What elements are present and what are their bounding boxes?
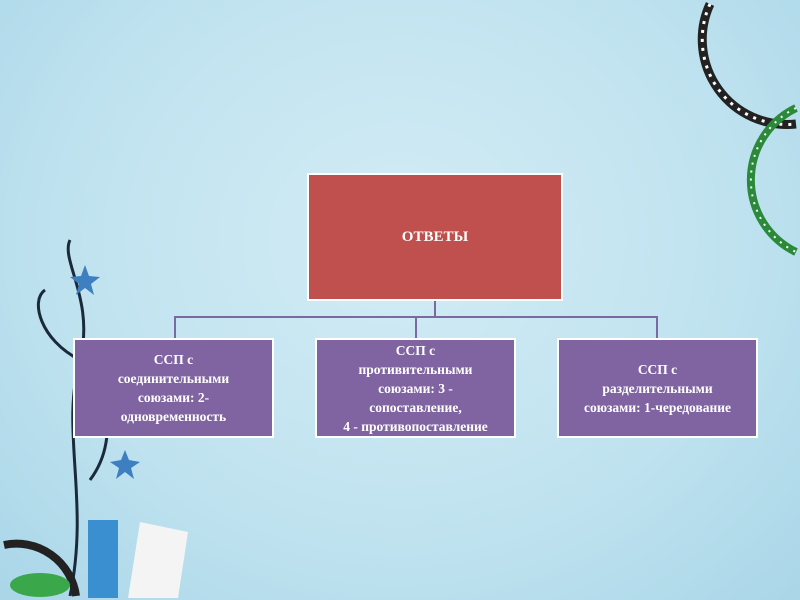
vase-decoration [88, 520, 118, 598]
connector-line [174, 316, 176, 338]
connector-line [434, 300, 436, 317]
connector-line [415, 316, 417, 338]
child-label: ССП с соединительными союзами: 2- одновр… [117, 352, 230, 424]
child-label: ССП с разделительными союзами: 1-чередов… [583, 361, 732, 415]
child-node-disjunctive: ССП с разделительными союзами: 1-чередов… [557, 338, 758, 438]
film-ring-decoration [697, 2, 797, 129]
star-icon [70, 265, 100, 295]
connector-line [656, 316, 658, 338]
child-node-adversative: ССП с противительными союзами: 3 - сопос… [315, 338, 516, 438]
root-node: ОТВЕТЫ [307, 173, 563, 301]
root-label: ОТВЕТЫ [401, 228, 469, 245]
green-ring-decoration [746, 104, 798, 256]
star-icon [110, 450, 140, 479]
paper-decoration [128, 522, 188, 598]
film-ring-decoration [3, 539, 80, 597]
child-label: ССП с противительными союзами: 3 - сопос… [343, 342, 488, 434]
child-node-conjunctive: ССП с соединительными союзами: 2- одновр… [73, 338, 274, 438]
